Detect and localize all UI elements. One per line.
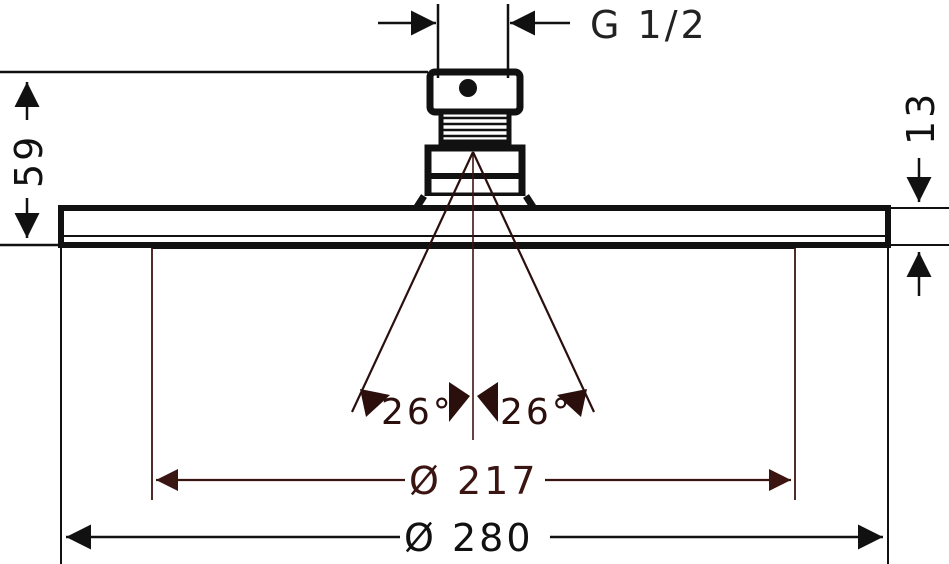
neck-body bbox=[438, 109, 512, 145]
angle-right-label: 26° bbox=[500, 392, 573, 433]
angle-arrow-left-inner bbox=[449, 382, 470, 422]
spray-cone-right bbox=[472, 151, 595, 413]
plate-outline bbox=[58, 205, 891, 248]
shower-head-body bbox=[58, 68, 891, 249]
top-cap bbox=[426, 68, 524, 116]
reference-lines bbox=[0, 70, 949, 247]
angle-arrow-right-outer bbox=[557, 389, 587, 417]
spray-plate bbox=[58, 205, 891, 249]
angle-arrow-left-outer bbox=[360, 389, 390, 417]
cap-hole bbox=[459, 79, 477, 97]
dimension-angles: 26° 26° bbox=[360, 382, 587, 433]
threaded-neck bbox=[438, 109, 512, 145]
dimension-height: 59 bbox=[7, 82, 51, 238]
height-label: 59 bbox=[7, 134, 51, 188]
thickness-label: 13 bbox=[899, 91, 943, 145]
angle-left-label: 26° bbox=[381, 392, 454, 433]
d280-label: Ø 280 bbox=[404, 516, 534, 560]
dimension-outer-diameter: Ø 280 bbox=[60, 245, 889, 564]
spray-cone-left bbox=[351, 151, 474, 413]
spray-cone bbox=[351, 151, 595, 413]
dimension-plate-thickness: 13 bbox=[899, 91, 943, 296]
d217-label: Ø 217 bbox=[409, 459, 539, 503]
angle-arrow-right-inner bbox=[477, 382, 498, 422]
dimension-spray-diameter: Ø 217 bbox=[151, 248, 796, 503]
dimension-thread: G 1/2 bbox=[378, 3, 708, 78]
thread-label: G 1/2 bbox=[590, 3, 708, 47]
